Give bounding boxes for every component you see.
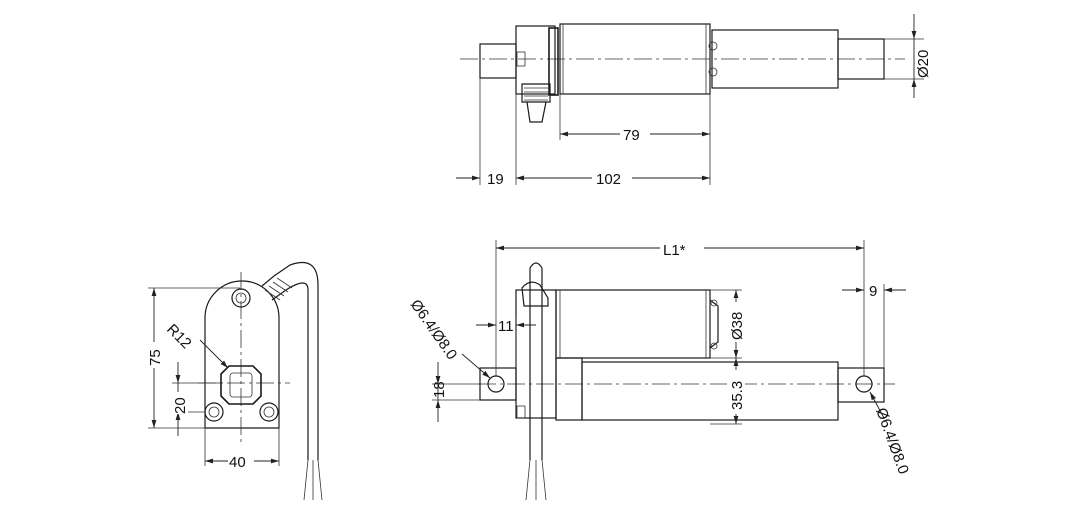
bottom-right-hole [259, 402, 279, 422]
dim-label-rear-offset: 11 [498, 318, 514, 335]
screw [708, 41, 718, 51]
screw [708, 67, 718, 77]
side-rod [837, 367, 885, 403]
side-cable [525, 262, 547, 501]
dim-label-height: 75 [147, 349, 164, 366]
cable-gland [521, 83, 551, 123]
dim-label-front-hole: Ø6.4/Ø8.0 [872, 406, 912, 477]
dim-label-body-length: 79 [623, 127, 640, 144]
tube-collar [555, 357, 583, 421]
motor-body [559, 23, 711, 95]
side-motor-body [555, 289, 711, 359]
rear-boss [479, 43, 517, 79]
flange [548, 27, 559, 96]
cable [261, 261, 323, 501]
top-view: 79 19 102 Ø20 [456, 14, 932, 188]
side-outer-tube [581, 361, 839, 421]
dim-label-overall-length: L1* [663, 242, 686, 259]
clip [516, 51, 526, 67]
side-cable-gland [521, 281, 549, 307]
mount-plate [204, 280, 280, 429]
dim-label-mount-height: 18 [431, 381, 448, 398]
dim-label-hole-offset: 20 [172, 397, 189, 414]
top-hole [231, 288, 251, 308]
dim-label-rear-length: 19 [487, 171, 504, 188]
gearbox-housing [515, 25, 556, 95]
side-view: L1* 9 11 Ø38 35.3 18 Ø6.4/Ø8.0 Ø6.4/Ø [407, 239, 912, 501]
dim-label-radius: R12 [163, 321, 194, 352]
extension-rod [837, 38, 885, 80]
front-view: 75 20 40 R12 [144, 261, 323, 501]
dim-label-rear-hole: Ø6.4/Ø8.0 [407, 297, 461, 363]
bottom-left-hole [204, 402, 224, 422]
side-gearbox [515, 289, 557, 419]
dim-label-end-offset: 9 [869, 283, 877, 300]
rod-end-octagon [220, 365, 262, 405]
dim-label-total-length: 102 [596, 171, 621, 188]
dim-label-rod-dia: Ø20 [915, 50, 932, 78]
dim-label-width: 40 [229, 454, 246, 471]
dim-label-axis-offset: 35.3 [729, 381, 746, 410]
dim-label-motor-dia: Ø38 [729, 312, 746, 340]
